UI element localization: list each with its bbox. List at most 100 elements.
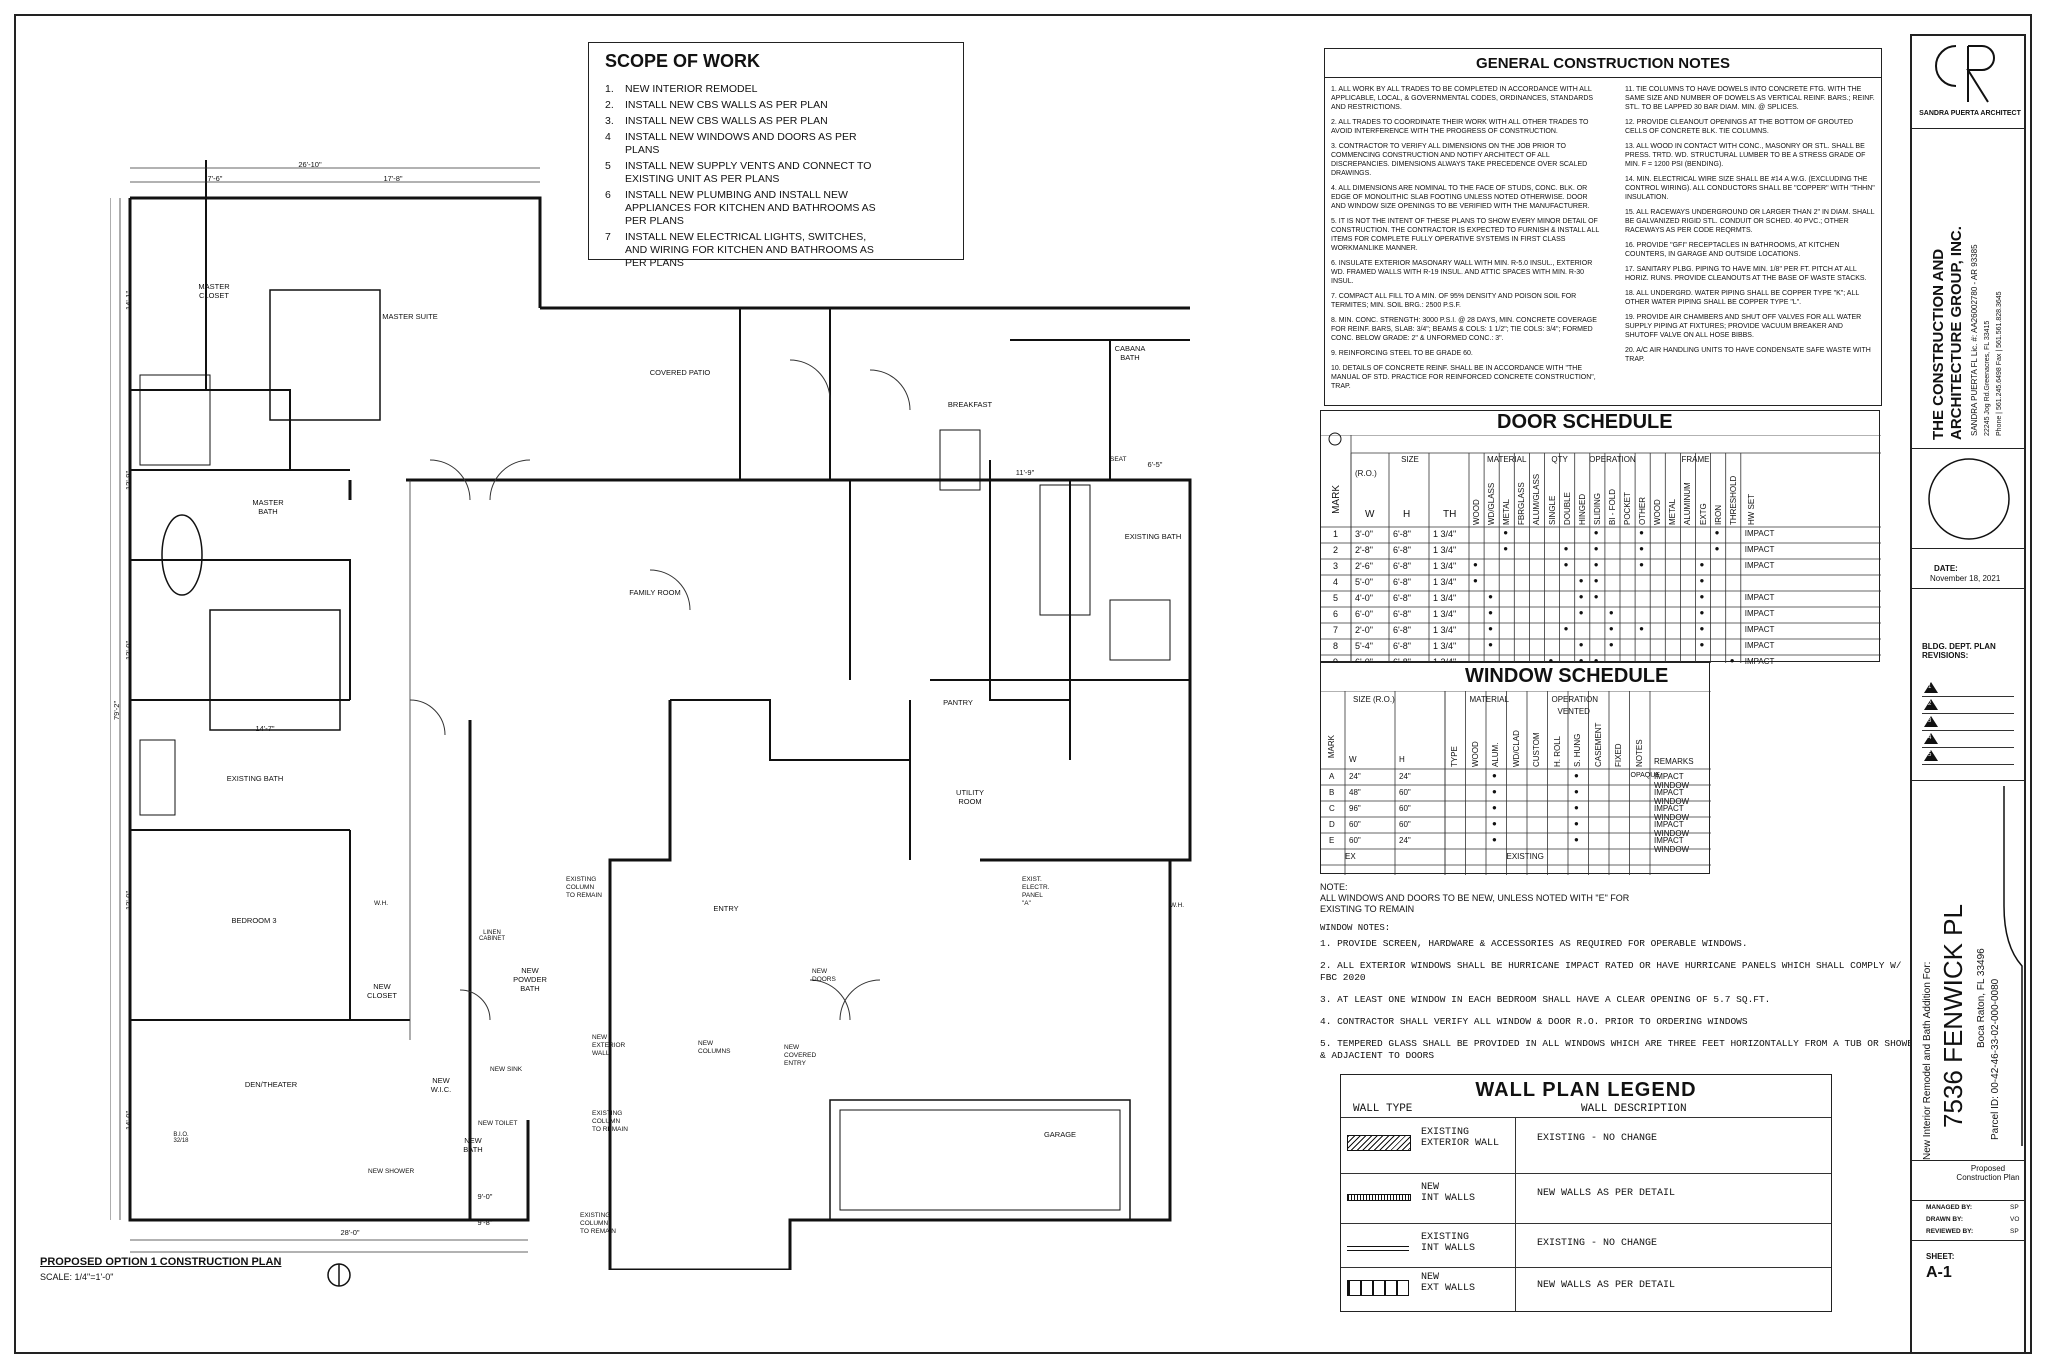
gcn-note: 16. PROVIDE "GFI" RECEPTACLES IN BATHROO… [1625, 242, 1840, 258]
revision-number: 1 [1928, 684, 1932, 690]
door-dot: ● [1699, 560, 1705, 569]
gcn-note: 2. ALL TRADES TO COORDINATE THEIR WORK W… [1331, 119, 1589, 135]
window-dot: ● [1492, 771, 1497, 780]
window-mark: D [1329, 820, 1335, 829]
note-existing-column-1: EXISTING COLUMN TO REMAIN [566, 876, 602, 899]
managed-label: MANAGED BY: [1926, 1204, 1973, 1211]
drawn-label: DRAWN BY: [1926, 1216, 1964, 1223]
firm-name-1: THE CONSTRUCTION AND [1930, 248, 1947, 440]
door-mark: 2 [1333, 545, 1339, 555]
door-dot: ● [1699, 624, 1705, 633]
gcn-note: 5. IT IS NOT THE INTENT OF THESE PLANS T… [1331, 218, 1599, 252]
window-sub-col: NOTES [1634, 739, 1644, 767]
window-w-label: W [1349, 755, 1357, 764]
project-address: 7536 FENWICK PL [1938, 904, 1968, 1128]
door-dot: ● [1593, 592, 1599, 601]
door-mark-label: MARK [1331, 485, 1342, 514]
door-sub-col: POCKET [1623, 492, 1632, 525]
door-dot: ● [1578, 656, 1584, 665]
door-sub-col: SINGLE [1547, 495, 1557, 525]
sheet-desc: Proposed Construction Plan [1956, 1164, 2020, 1182]
door-th: 1 3/4" [1433, 625, 1457, 635]
door-size-col: W [1365, 509, 1375, 520]
general-construction-notes: GENERAL CONSTRUCTION NOTES 1. ALL WORK B… [1324, 48, 1882, 406]
window-dot: ● [1574, 819, 1579, 828]
window-note-item: 1. PROVIDE SCREEN, HARDWARE & ACCESSORIE… [1320, 938, 1748, 949]
firm-logo-icon [1935, 45, 1995, 103]
door-w: 5'-4" [1355, 641, 1373, 651]
door-note: IMPACT [1744, 625, 1775, 634]
door-sub-col: HW SET [1746, 493, 1756, 525]
dim-top-b: 17'-8" [383, 174, 403, 183]
reviewed-label: REVIEWED BY: [1926, 1228, 1974, 1235]
window-grid-lines [1321, 691, 1711, 875]
door-dot: ● [1593, 576, 1599, 585]
door-w: 6'-0" [1355, 609, 1373, 619]
door-w: 5'-0" [1355, 577, 1373, 587]
door-h: 6'-8" [1393, 529, 1411, 539]
window-sub-col: WD/CLAD [1511, 730, 1521, 767]
door-dot: ● [1714, 528, 1720, 537]
door-th: 1 3/4" [1433, 641, 1457, 651]
room-new-powder: NEW POWDER BATH [513, 966, 547, 993]
door-sub-col: BI - FOLD [1607, 488, 1617, 525]
door-group-header: MATERIAL [1487, 455, 1527, 464]
title-block: SANDRA PUERTA ARCHITECT THE CONSTRUCTION… [1910, 34, 2026, 1354]
door-dot: ● [1548, 656, 1554, 665]
door-th: 1 3/4" [1433, 577, 1457, 587]
window-notes-list: 1. PROVIDE SCREEN, HARDWARE & ACCESSORIE… [1320, 938, 1920, 1072]
seal-icon [1928, 458, 2010, 540]
window-h: 60" [1399, 788, 1411, 797]
door-h: 6'-8" [1393, 577, 1411, 587]
door-dot: ● [1593, 560, 1599, 569]
revision-triangle-icon [1924, 750, 1938, 761]
date-label: DATE: [1934, 564, 1958, 573]
scope-item: 2.INSTALL NEW CBS WALLS AS PER PLAN [605, 99, 828, 111]
door-group-header: FRAME [1681, 455, 1710, 464]
window-mark: E [1329, 836, 1335, 845]
window-sub-col: FIXED [1614, 743, 1623, 767]
legend-desc: EXISTING - NO CHANGE [1537, 1238, 1658, 1249]
door-mark: 8 [1333, 641, 1339, 651]
door-dot: ● [1699, 608, 1705, 617]
window-remarks: IMPACT WINDOW [1654, 772, 1690, 790]
window-vented-label: VENTED [1557, 707, 1590, 716]
dim-kitchen-w: 11'-9" [1015, 468, 1035, 477]
room-linen: LINEN CABINET [478, 930, 505, 942]
revision-number: 3 [1928, 718, 1932, 724]
dim-left-c: 12'-0" [124, 640, 133, 660]
window-note-item: 2. ALL EXTERIOR WINDOWS SHALL BE HURRICA… [1320, 960, 1902, 983]
door-h: 6'-8" [1393, 641, 1411, 651]
gcn-note: 9. REINFORCING STEEL TO BE GRADE 60. [1331, 350, 1473, 357]
revision-row: 4 [1922, 731, 2014, 748]
door-sub-col: WD/GLASS [1487, 482, 1497, 525]
door-h: 6'-8" [1393, 593, 1411, 603]
door-dot: ● [1578, 576, 1584, 585]
new-int-wall-icon [1347, 1194, 1411, 1201]
architect-line: SANDRA PUERTA FL Lic. #: AA26002780 - AR… [1970, 244, 1979, 436]
door-sub-col: OTHER [1638, 497, 1648, 525]
window-operation-label: OPERATION [1551, 695, 1599, 704]
existing-exterior-wall-icon [1347, 1135, 1411, 1151]
window-sub-col: CASEMENT [1593, 722, 1603, 767]
door-grid-lines [1321, 435, 1881, 663]
dim-left-a: 14'-1" [124, 290, 133, 310]
window-notes-cell: OPAQUE [1630, 772, 1660, 779]
firm-logo-text: SANDRA PUERTA ARCHITECT [1919, 110, 2021, 117]
door-group-header: QTY [1551, 455, 1568, 464]
window-remarks: IMPACT WINDOW [1654, 788, 1690, 806]
window-h: 60" [1399, 820, 1411, 829]
gcn-note: 7. COMPACT ALL FILL TO A MIN. OF 95% DEN… [1331, 293, 1577, 309]
window-dot: ● [1574, 787, 1579, 796]
room-master-bath: MASTER BATH [252, 498, 284, 516]
door-dot: ● [1639, 560, 1644, 569]
window-remarks: IMPACT WINDOW [1654, 836, 1690, 854]
revision-triangle-icon [1924, 716, 1938, 727]
sheet-border [14, 14, 2032, 1354]
door-dot: ● [1473, 576, 1478, 585]
door-note: IMPACT [1744, 593, 1775, 602]
scope-item: 3.INSTALL NEW CBS WALLS AS PER PLAN [605, 115, 828, 127]
